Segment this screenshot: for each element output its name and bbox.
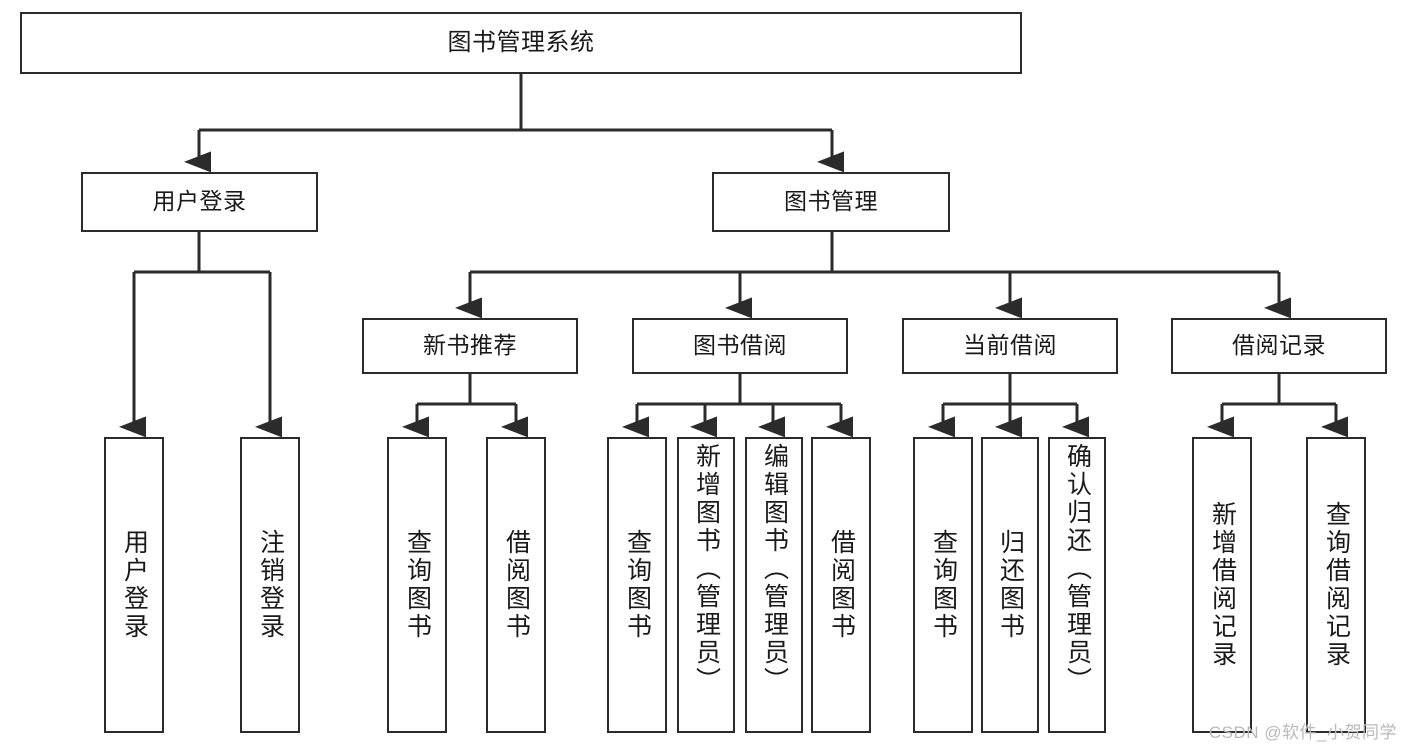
node-user-login[interactable]: 用户登录 [81, 172, 318, 232]
leaf-current-borrow-return-book[interactable]: 归还图书 [981, 437, 1039, 733]
leaf-book-borrow-query-book[interactable]: 查询图书 [607, 437, 667, 733]
node-label: 图书管理系统 [447, 28, 595, 56]
leaf-book-borrow-add-book-admin[interactable]: 新增图书（管理员） [677, 437, 735, 733]
node-label: 用户登录 [120, 529, 149, 641]
node-label: 用户登录 [152, 188, 247, 215]
leaf-user-login-login[interactable]: 用户登录 [104, 437, 164, 733]
node-label: 借阅图书 [827, 529, 856, 641]
node-label: 查询图书 [403, 529, 432, 641]
leaf-borrow-record-query-record[interactable]: 查询借阅记录 [1306, 437, 1366, 733]
node-book-management[interactable]: 图书管理 [712, 172, 950, 232]
node-new-book-recommend[interactable]: 新书推荐 [362, 318, 578, 374]
node-label: 确认归还（管理员） [1063, 443, 1092, 695]
node-label: 注销登录 [256, 529, 285, 641]
node-label: 查询图书 [929, 529, 958, 641]
leaf-user-login-logout[interactable]: 注销登录 [240, 437, 300, 733]
leaf-new-book-query-book[interactable]: 查询图书 [387, 437, 447, 733]
leaf-current-borrow-confirm-return-admin[interactable]: 确认归还（管理员） [1048, 437, 1106, 733]
node-label: 借阅记录 [1232, 332, 1326, 359]
leaf-borrow-record-add-record[interactable]: 新增借阅记录 [1192, 437, 1252, 733]
node-label: 当前借阅 [963, 332, 1057, 359]
node-label: 新增图书（管理员） [692, 443, 721, 695]
node-label: 图书借阅 [693, 332, 787, 359]
node-label: 查询图书 [623, 529, 652, 641]
leaf-new-book-borrow-book[interactable]: 借阅图书 [486, 437, 546, 733]
node-root-book-management-system[interactable]: 图书管理系统 [20, 12, 1022, 74]
node-label: 新增借阅记录 [1208, 501, 1237, 669]
leaf-book-borrow-edit-book-admin[interactable]: 编辑图书（管理员） [745, 437, 803, 733]
node-label: 归还图书 [996, 529, 1025, 641]
node-label: 查询借阅记录 [1322, 501, 1351, 669]
leaf-book-borrow-borrow-book[interactable]: 借阅图书 [811, 437, 871, 733]
node-label: 借阅图书 [502, 529, 531, 641]
node-label: 编辑图书（管理员） [760, 443, 789, 695]
node-current-borrow[interactable]: 当前借阅 [902, 318, 1118, 374]
csdn-watermark: CSDN @软件_小贺同学 [1208, 723, 1397, 742]
node-book-borrow[interactable]: 图书借阅 [632, 318, 848, 374]
leaf-current-borrow-query-book[interactable]: 查询图书 [913, 437, 973, 733]
node-borrow-record[interactable]: 借阅记录 [1171, 318, 1387, 374]
node-label: 图书管理 [784, 188, 878, 215]
node-label: 新书推荐 [423, 332, 517, 359]
